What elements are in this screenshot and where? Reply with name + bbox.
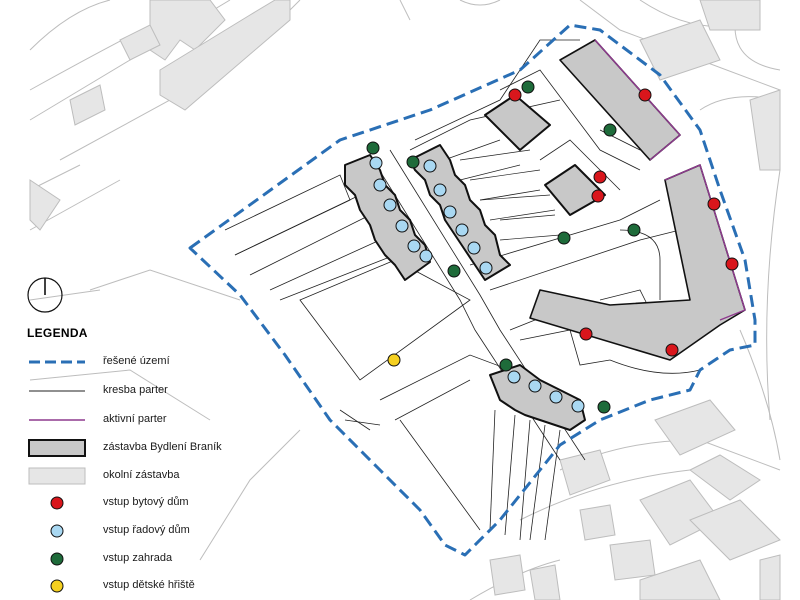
- site-boundary: [188, 23, 757, 557]
- row-house-block-middle: [409, 144, 511, 281]
- branik-buildings: [344, 94, 606, 431]
- entrances-row-house: [369, 156, 585, 413]
- north-arrow-icon: [27, 277, 63, 313]
- entrances-playground: [387, 353, 401, 367]
- entrances-apartment: [508, 88, 739, 357]
- entrances-garden: [366, 80, 641, 414]
- row-house-block-south: [489, 364, 586, 431]
- row-house-block-west: [344, 154, 431, 281]
- villa-north: [484, 94, 551, 151]
- surrounding-buildings: [29, 0, 781, 600]
- active-parter-lines: [594, 39, 746, 321]
- villa-middle: [544, 164, 606, 216]
- garden-division-lines: [459, 149, 561, 241]
